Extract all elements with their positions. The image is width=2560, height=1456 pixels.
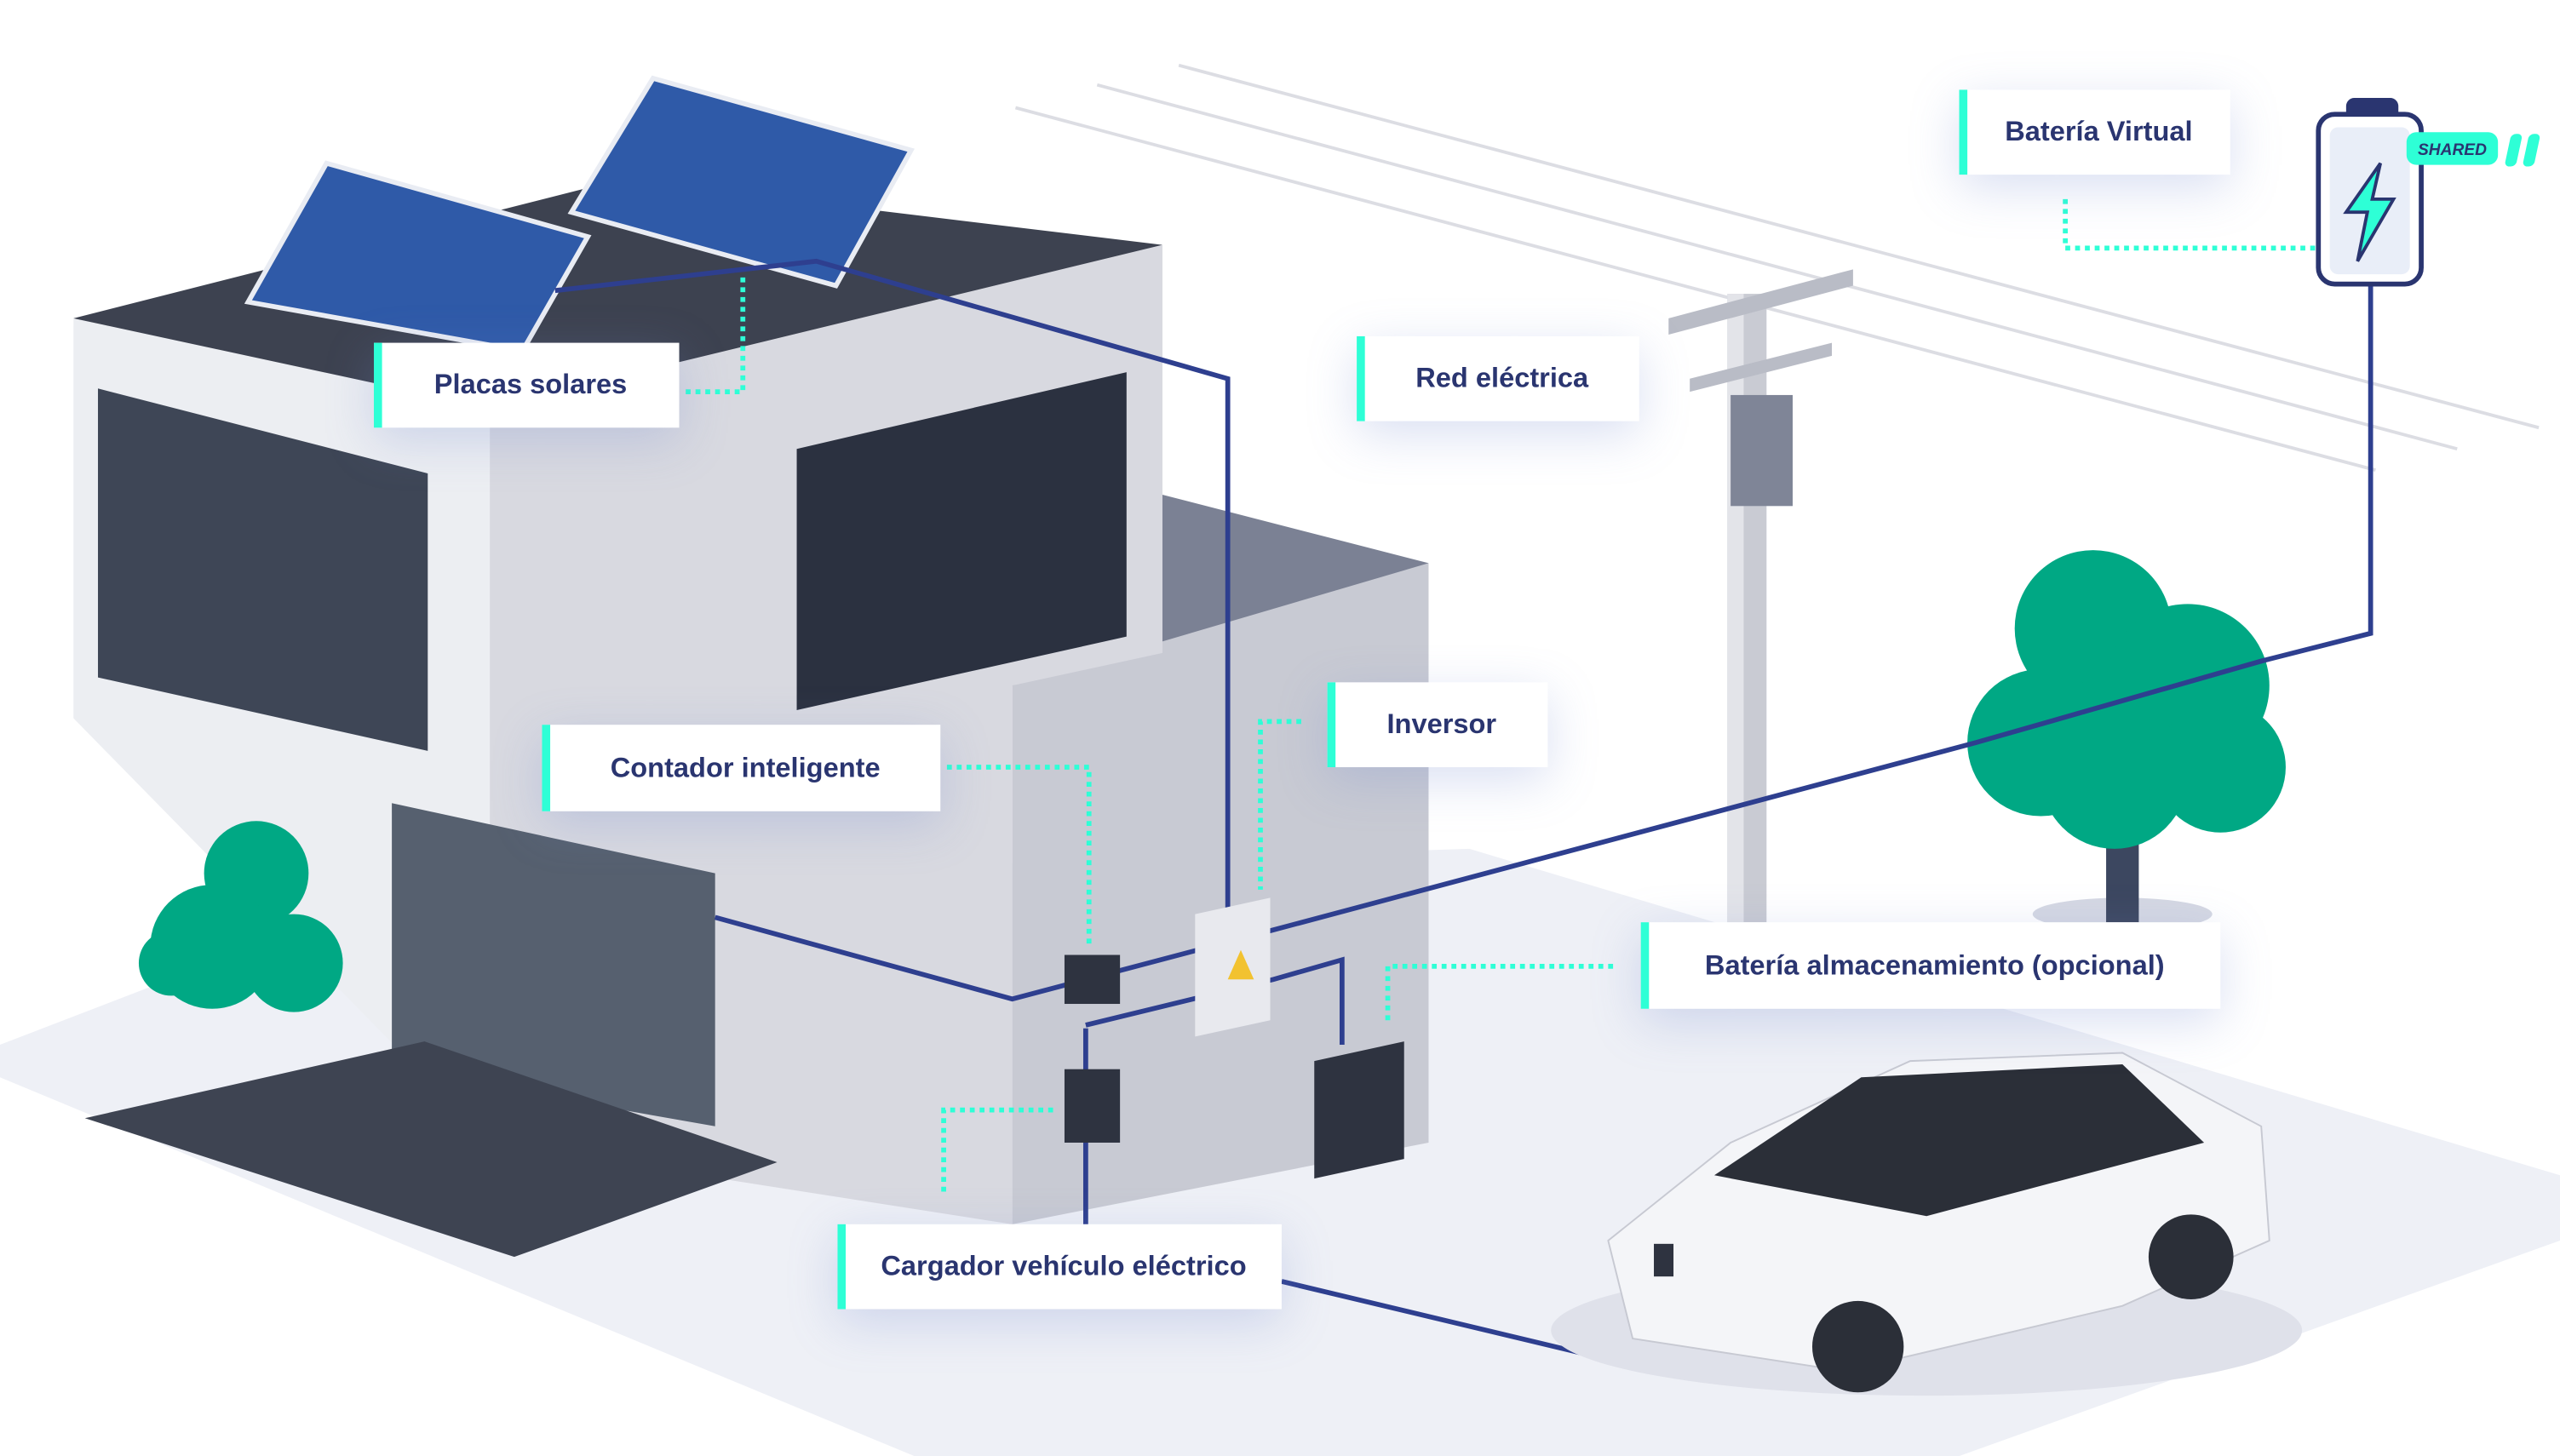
house-garage: [1012, 538, 1429, 1224]
deck: [84, 1041, 778, 1258]
bush: [138, 821, 343, 1012]
label-inverter: Inversor: [1327, 682, 1548, 768]
warning-icon: [1227, 949, 1254, 980]
virtual-battery-icon: [2316, 98, 2424, 287]
window: [796, 372, 1127, 710]
label-smart-meter: Contador inteligente: [542, 725, 941, 811]
window: [98, 388, 428, 751]
inverter-device: [1195, 897, 1271, 1037]
label-ev-charger: Cargador vehículo eléctrico: [837, 1224, 1282, 1310]
shared-badge: SHARED: [2406, 132, 2540, 167]
badge-text: SHARED: [2418, 141, 2487, 159]
tree: [1967, 550, 2286, 931]
power-lines: [1014, 63, 2540, 472]
glass-door: [392, 803, 715, 1126]
label-storage-battery: Batería almacenamiento (opcional): [1640, 922, 2221, 1009]
utility-pole: [1668, 269, 1853, 923]
label-solar-panels: Placas solares: [374, 342, 680, 428]
smart-meter-device: [1064, 954, 1121, 1005]
label-grid: Red eléctrica: [1357, 335, 1639, 421]
electric-car: [1551, 1052, 2303, 1396]
ev-charger-device: [1064, 1069, 1121, 1143]
storage-battery-device: [1314, 1041, 1404, 1179]
label-virtual-battery: Batería Virtual: [1959, 89, 2230, 175]
